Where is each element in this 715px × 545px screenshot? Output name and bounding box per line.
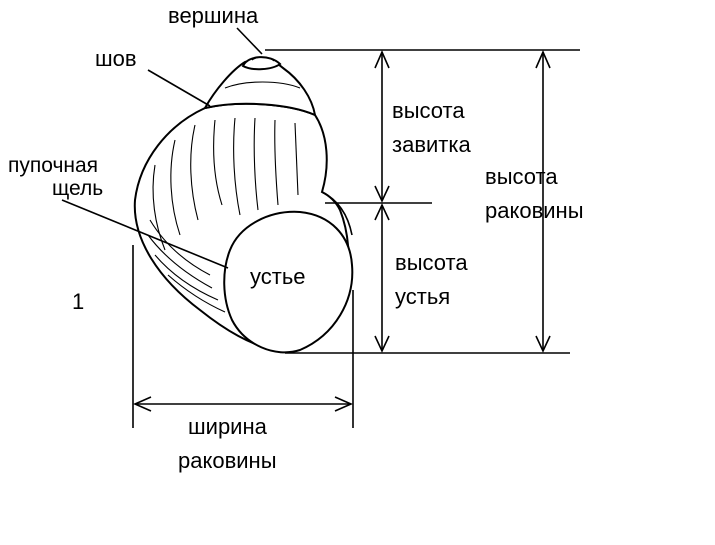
spire-suture-line — [224, 81, 301, 89]
shell-width-label-line2: раковины — [178, 448, 277, 473]
umbilicus-leader — [61, 199, 229, 269]
apex-whorl-line — [251, 56, 275, 62]
figure-number: 1 — [72, 289, 84, 314]
spire-outline — [203, 59, 317, 117]
aperture-label: устье — [250, 264, 306, 289]
growth-lines — [147, 117, 299, 313]
shell-height-dimension — [535, 50, 551, 353]
labels: вершина шов пупочная щель устье высота з… — [8, 3, 584, 473]
umbilicus-label-line2: щель — [52, 177, 103, 200]
suture-label: шов — [95, 46, 137, 71]
outer-lip-edge — [321, 191, 353, 236]
apex-leader — [236, 27, 263, 55]
apex-label: вершина — [168, 3, 259, 28]
shell-height-label-line2: раковины — [485, 198, 584, 223]
aperture-height-label-line1: высота — [395, 250, 468, 275]
spire-height-dimension — [374, 50, 390, 203]
shell-drawing — [133, 56, 354, 354]
suture-leader — [147, 69, 211, 107]
umbilicus-label-line1: пупочная — [8, 154, 98, 177]
leader-lines — [61, 27, 263, 269]
shell-width-label-line1: ширина — [188, 414, 268, 439]
measurement-lines — [132, 49, 580, 428]
spire-height-label-line2: завитка — [392, 132, 471, 157]
aperture-outline — [223, 210, 354, 354]
aperture-height-dimension — [374, 203, 390, 353]
spire-height-label-line1: высота — [392, 98, 465, 123]
shell-height-label-line1: высота — [485, 164, 558, 189]
apex-tip — [241, 56, 282, 71]
aperture-height-label-line2: устья — [395, 284, 450, 309]
shell-width-dimension — [133, 396, 353, 412]
